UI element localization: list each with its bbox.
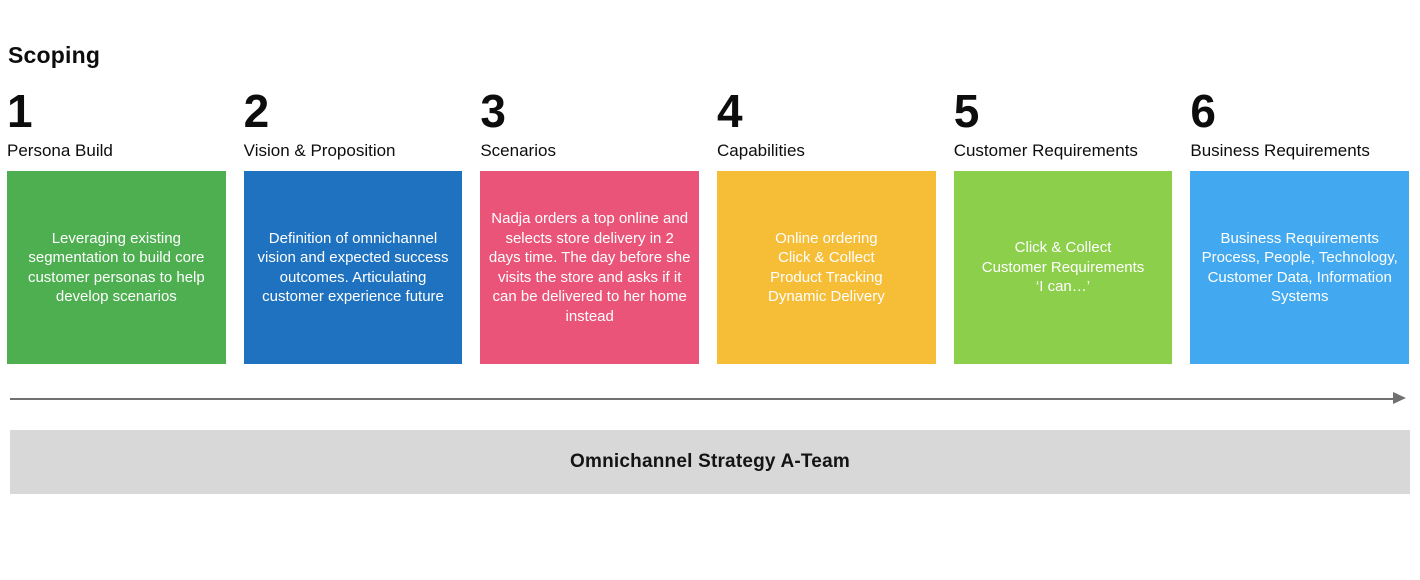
step-customer-requirements: 5 Customer Requirements Click & Collect … [953, 85, 1173, 364]
step-capabilities: 4 Capabilities Online ordering Click & C… [717, 88, 936, 364]
step-description: Nadja orders a top online and selects st… [488, 210, 691, 325]
step-label: Capabilities [717, 141, 805, 160]
step-business-requirements: 6 Business Requirements Business Require… [1190, 85, 1410, 364]
step-box: Nadja orders a top online and selects st… [480, 171, 700, 364]
step-box: Online ordering Click & Collect Product … [717, 171, 936, 364]
steps-row: 1 Persona Build Leveraging existing segm… [7, 85, 1410, 364]
step-description: Online ordering Click & Collect Product … [768, 229, 885, 306]
team-bar-label: Omnichannel Strategy A-Team [570, 451, 850, 472]
step-box: Definition of omnichannel vision and exp… [243, 171, 463, 364]
step-box: Business Requirements Process, People, T… [1190, 171, 1410, 364]
step-persona-build: 1 Persona Build Leveraging existing segm… [7, 88, 226, 364]
page-title: Scoping [8, 42, 101, 68]
step-number: 3 [480, 85, 506, 137]
team-bar: Omnichannel Strategy A-Team [10, 430, 1410, 494]
step-label: Vision & Proposition [243, 141, 396, 160]
step-label: Persona Build [7, 141, 113, 160]
arrow-line [10, 398, 1397, 400]
step-number: 6 [1190, 85, 1216, 137]
step-number: 1 [7, 85, 33, 137]
step-label: Customer Requirements [953, 141, 1138, 160]
step-vision-proposition: 2 Vision & Proposition Definition of omn… [243, 85, 463, 364]
step-label: Scenarios [480, 141, 556, 160]
step-label: Business Requirements [1190, 141, 1370, 160]
step-scenarios: 3 Scenarios Nadja orders a top online an… [480, 85, 700, 364]
step-number: 2 [243, 85, 270, 137]
step-box: Click & Collect Customer Requirements ‘I… [953, 171, 1173, 364]
arrow-right-icon [1393, 392, 1406, 404]
step-number: 4 [717, 85, 743, 137]
step-box: Leveraging existing segmentation to buil… [7, 171, 226, 364]
step-description: Click & Collect Customer Requirements ‘I… [981, 239, 1145, 296]
timeline-arrow-icon [10, 391, 1406, 406]
step-description: Leveraging existing segmentation to buil… [27, 229, 205, 306]
step-number: 5 [953, 85, 980, 137]
step-description: Definition of omnichannel vision and exp… [257, 229, 449, 306]
step-description: Business Requirements Process, People, T… [1201, 229, 1398, 306]
